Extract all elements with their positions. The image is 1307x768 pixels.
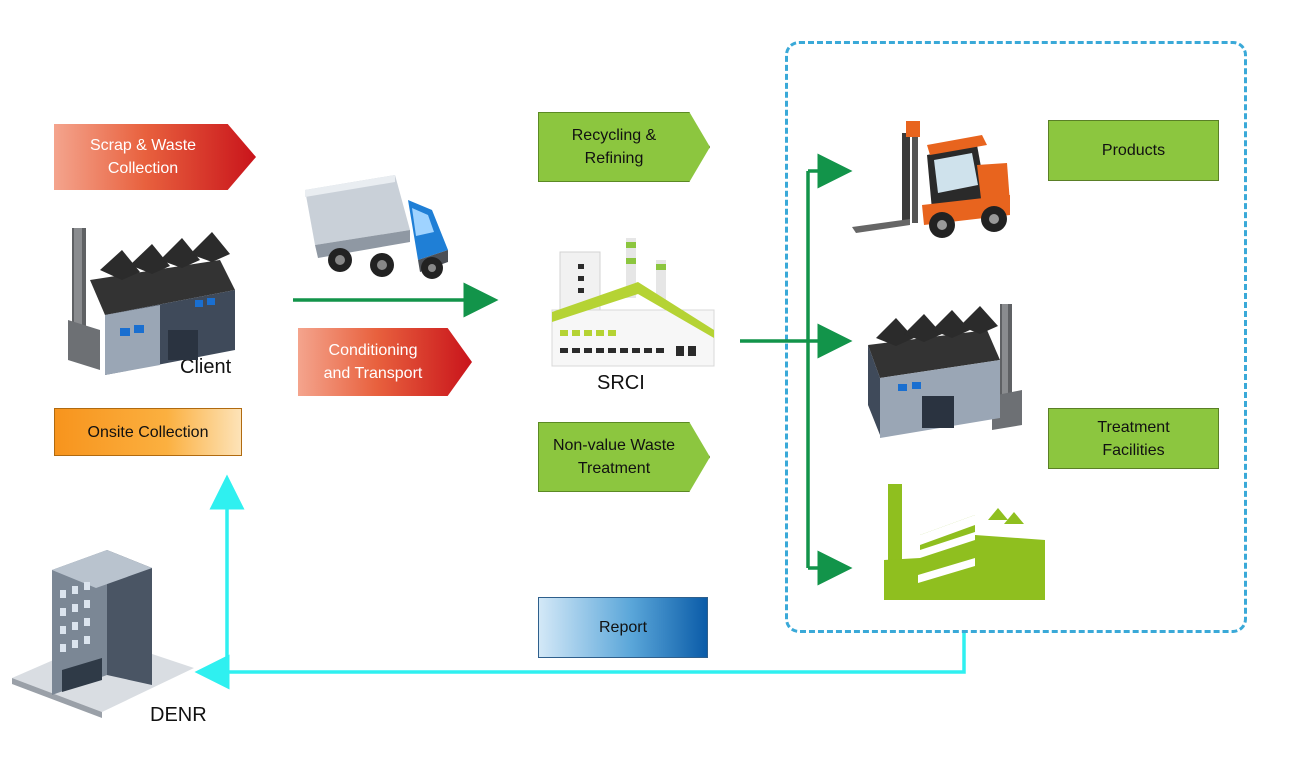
factory-icon bbox=[868, 304, 1022, 438]
forklift-icon bbox=[852, 121, 1010, 238]
plant-icon bbox=[551, 238, 715, 367]
denr-caption: DENR bbox=[150, 704, 207, 726]
factory-icon bbox=[884, 484, 1045, 600]
srci-caption: SRCI bbox=[597, 372, 645, 394]
factory-icon bbox=[68, 228, 235, 375]
treatment-facilities-label: Treatment Facilities bbox=[1048, 408, 1219, 469]
office-building-icon bbox=[12, 550, 194, 718]
onsite-collection-label: Onsite Collection bbox=[54, 408, 242, 456]
non-value-label: Non-value Waste Treatment bbox=[538, 422, 710, 492]
scrap-waste-label: Scrap & Waste Collection bbox=[54, 124, 256, 190]
report-label: Report bbox=[538, 597, 708, 658]
products-label: Products bbox=[1048, 120, 1219, 181]
destinations-group bbox=[785, 41, 1247, 633]
client-caption: Client bbox=[180, 356, 232, 378]
arrow-report-to-denr bbox=[194, 633, 966, 690]
truck-icon bbox=[305, 175, 448, 279]
recycling-label: Recycling & Refining bbox=[538, 112, 710, 182]
conditioning-label: Conditioning and Transport bbox=[298, 328, 472, 396]
